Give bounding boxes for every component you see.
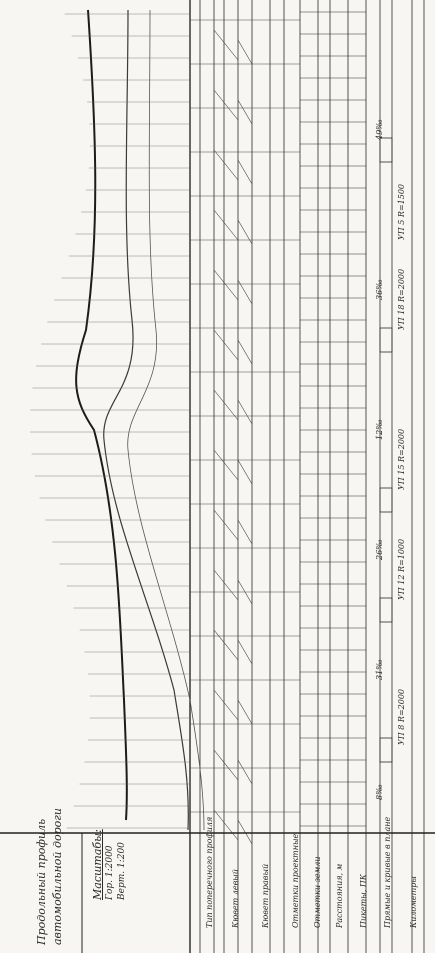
ditch-hatch — [213, 449, 239, 481]
ordinate-lines — [30, 13, 393, 829]
title-block-frame — [0, 832, 435, 953]
ditch-hatch — [237, 99, 253, 125]
grade-label-1: 49‰ — [375, 119, 384, 140]
ditch-hatch — [213, 29, 239, 61]
ditch-hatch — [237, 819, 253, 845]
title-line-2: автомобильной дороги — [51, 808, 64, 945]
grade-label-3: 12‰ — [375, 419, 384, 440]
title-line-1: Продольный профиль — [35, 818, 48, 945]
profile-lines — [75, 9, 205, 831]
row-header-right-ditch: Кювет правый — [261, 863, 270, 928]
curve-label-3: УП 12 R=1000 — [397, 538, 406, 600]
curve-box — [379, 597, 393, 623]
ground-line — [75, 9, 128, 821]
row-header-plan: Прямые и кривые в плане — [383, 816, 392, 928]
ditch-hatch — [237, 519, 253, 545]
row-header-design-elev: Отметки проектные — [291, 833, 300, 928]
profile-table-grid — [189, 0, 425, 953]
ditch-hatch — [213, 329, 239, 361]
row-header-cross-section: Тип поперечного профиля — [205, 816, 214, 928]
row-header-distances: Расстояния, м — [335, 863, 344, 928]
scale-line-3: Верт. 1:200 — [117, 842, 127, 900]
ditch-hatch — [237, 159, 253, 185]
ditch-hatch — [237, 399, 253, 425]
design-line — [103, 9, 189, 831]
grade-label-5: 31‰ — [375, 659, 384, 680]
ditch-hatch — [237, 699, 253, 725]
ditch-hatch — [237, 759, 253, 785]
scale-line-2: Гор. 1:2000 — [105, 845, 115, 900]
curve-label-1: УП 18 R=2000 — [397, 268, 406, 330]
grade-label-4: 26‰ — [375, 539, 384, 560]
ditch-hatch — [213, 509, 239, 541]
curve-box — [379, 737, 393, 763]
ditch-hatch — [213, 749, 239, 781]
ditch-hatch — [237, 459, 253, 485]
ditch-hatch — [237, 339, 253, 365]
ditch-hatch — [213, 569, 239, 601]
ditch-hatch — [213, 89, 239, 121]
row-header-km: Километры — [409, 876, 418, 928]
grade-label-6: 8‰ — [375, 784, 384, 800]
ditch-hatch — [213, 149, 239, 181]
curve-box — [379, 487, 393, 513]
curve-label-5: УП 5 R=1500 — [397, 183, 406, 240]
curve-box — [379, 327, 393, 353]
curve-label-4: УП 8 R=2000 — [397, 688, 406, 745]
curve-box — [379, 137, 393, 163]
ditch-hatch — [213, 629, 239, 661]
ditch-hatch — [237, 579, 253, 605]
ditch-hatch — [213, 269, 239, 301]
table-cell-values — [190, 11, 366, 845]
ditch-hatch — [237, 39, 253, 65]
ditch-hatch — [213, 809, 239, 841]
ditch-line — [127, 9, 205, 831]
ditch-hatch — [213, 689, 239, 721]
ditch-hatch — [213, 209, 239, 241]
ditch-hatch — [237, 639, 253, 665]
ditch-hatch — [237, 219, 253, 245]
ditch-hatch — [237, 279, 253, 305]
ditch-hatch — [213, 389, 239, 421]
grade-label-2: 36‰ — [375, 279, 384, 300]
scale-line-1: Масштабы: — [91, 829, 104, 900]
row-header-ground-elev: Отметки земли — [313, 856, 322, 928]
row-header-left-ditch: Кювет левый — [231, 869, 240, 928]
curve-label-2: УП 15 R=2000 — [397, 428, 406, 490]
row-header-pickets: Пикеты, ПК — [359, 874, 368, 928]
